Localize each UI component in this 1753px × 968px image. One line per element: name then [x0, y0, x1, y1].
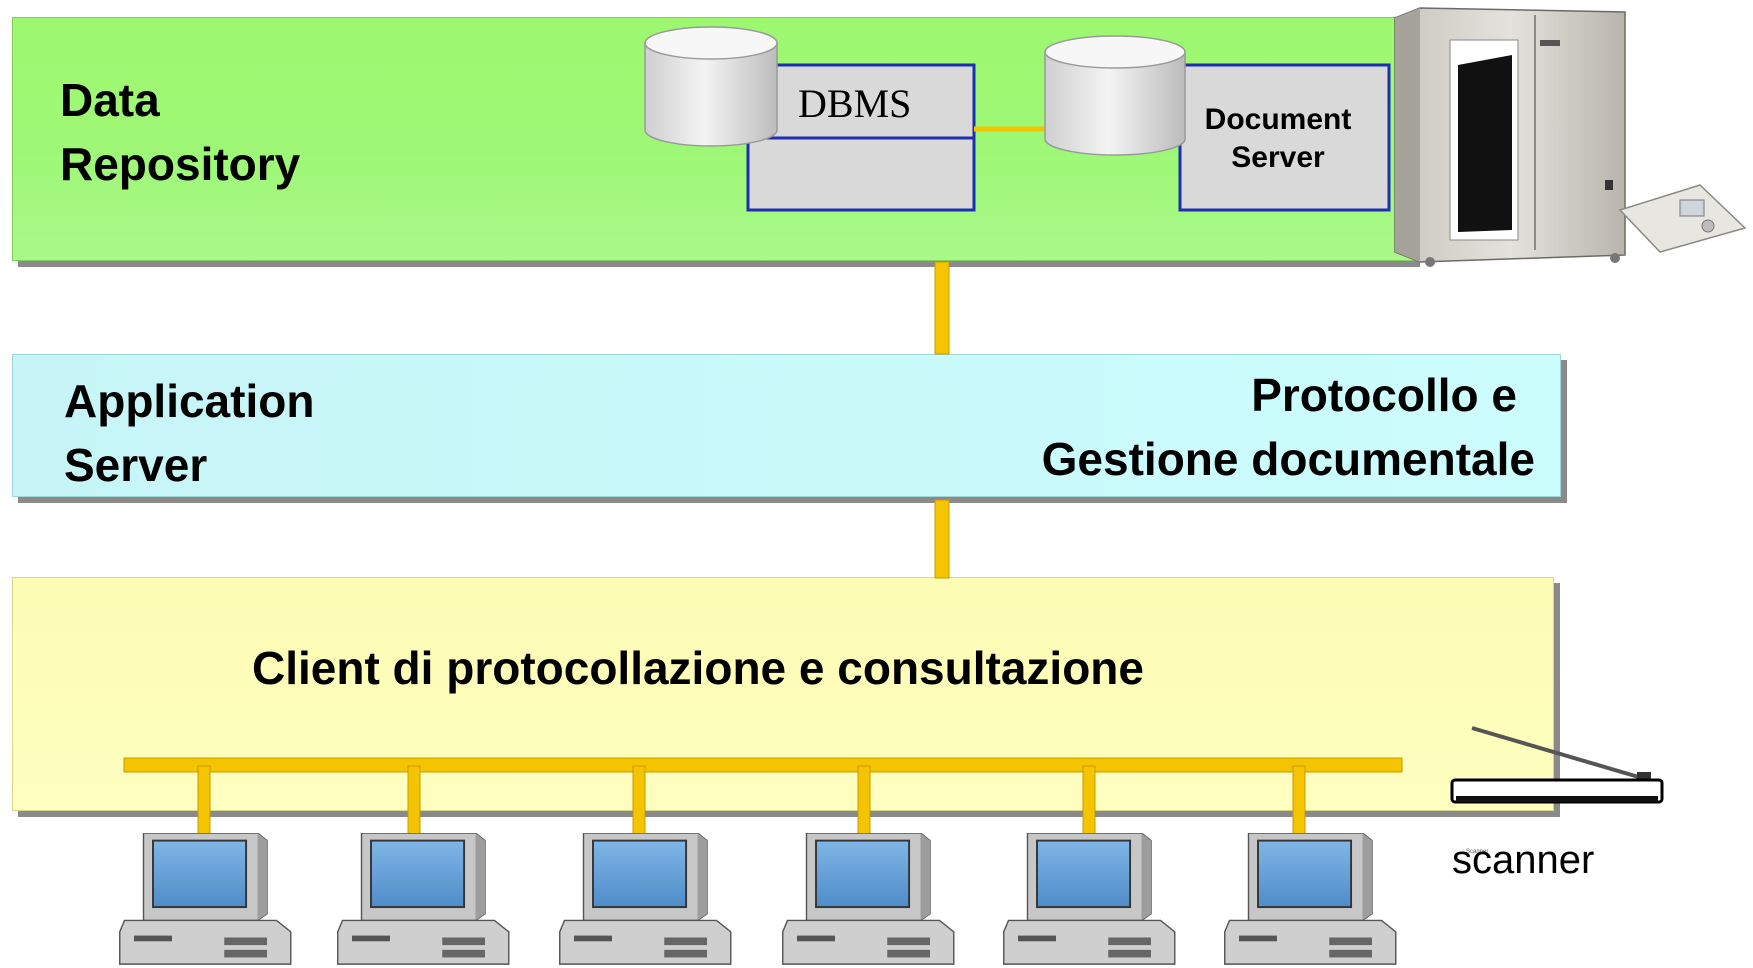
- application-service-line1: Protocollo e: [1251, 369, 1517, 421]
- storage-library-icon: [1394, 7, 1747, 267]
- database-cylinder-icon: [644, 26, 778, 147]
- workstation-icon: [118, 833, 292, 966]
- scanner-icon: [1450, 726, 1664, 804]
- data-repository-line1: Data: [60, 74, 160, 126]
- application-server-line2: Server: [64, 439, 208, 491]
- application-service-title: Protocollo e Gestione documentale: [1042, 363, 1535, 491]
- dbms-box: [746, 63, 976, 212]
- layer-connector: [934, 261, 950, 579]
- lan-bus: [123, 757, 1403, 835]
- document-server-box: [1178, 63, 1391, 212]
- workstation-icon: [781, 833, 955, 966]
- database-cylinder-icon: [1044, 35, 1186, 156]
- workstation-icon: [1223, 833, 1397, 966]
- application-server-line1: Application: [64, 375, 315, 427]
- application-server-title: Application Server: [64, 369, 314, 497]
- scanner-label: scanner: [1452, 838, 1595, 882]
- application-server-layer: [12, 354, 1561, 497]
- workstation-icon: [558, 833, 732, 966]
- application-service-line2: Gestione documentale: [1041, 433, 1535, 485]
- client-layer-title: Client di protocollazione e consultazion…: [252, 642, 1144, 694]
- workstation-icon: [1002, 833, 1176, 966]
- scanner-small-label: Scanner: [1466, 849, 1489, 855]
- data-repository-title: Data Repository: [60, 68, 300, 196]
- document-server-line1: Document: [1204, 103, 1352, 136]
- document-server-label: Document Server: [1178, 101, 1378, 177]
- data-repository-line2: Repository: [60, 138, 301, 190]
- dbms-label: DBMS: [798, 81, 912, 126]
- workstation-icon: [336, 833, 510, 966]
- document-server-line2: Server: [1231, 141, 1325, 174]
